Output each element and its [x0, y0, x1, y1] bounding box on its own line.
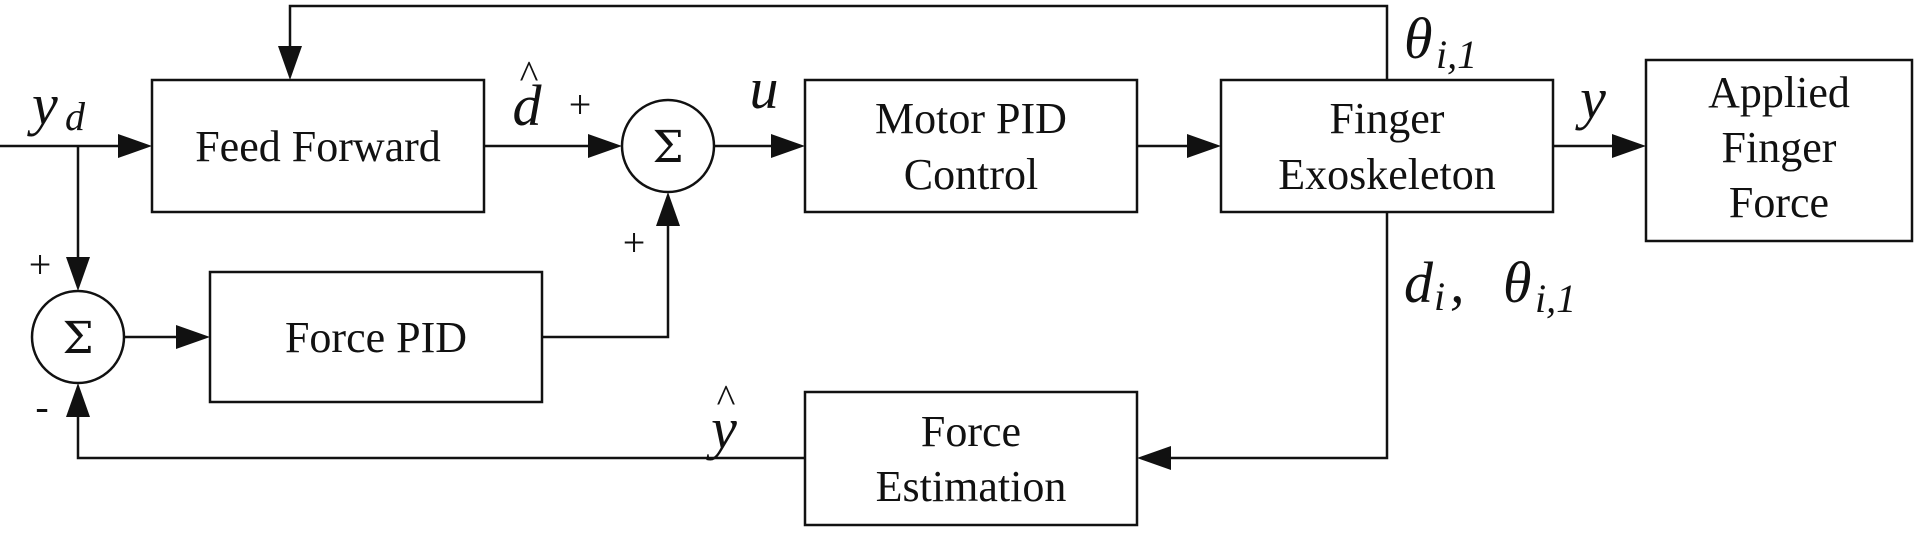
theta-top-main: θ — [1404, 6, 1433, 71]
top-sum-plus-bottom: + — [623, 220, 646, 265]
sigma-symbol-bottom: Σ — [62, 313, 93, 364]
arrow-into-motor-pid — [771, 134, 805, 158]
arrow-into-top-sum-bottom — [656, 192, 680, 226]
y-hat-accent: ^ — [717, 376, 736, 421]
force-estimation-block: Force Estimation — [803, 390, 1139, 527]
force-pid-label: Force PID — [285, 313, 467, 362]
arrow-into-bottom-sum-top — [66, 257, 90, 291]
signal-u: u — [750, 56, 779, 121]
arrow-into-applied-force — [1612, 134, 1646, 158]
y-hat-main: y — [706, 396, 737, 461]
motor-pid-label-line2: Control — [904, 150, 1038, 199]
force-pid-block: Force PID — [208, 270, 544, 404]
motor-pid-label-line1: Motor PID — [875, 94, 1067, 143]
theta-top-subscript: i,1 — [1436, 32, 1477, 77]
force-estimation-label-line1: Force — [921, 407, 1021, 456]
bottom-sum-plus: + — [29, 242, 52, 287]
yd-main: y — [27, 72, 58, 137]
signal-theta-top: θ i,1 — [1404, 6, 1477, 77]
feed-forward-label: Feed Forward — [195, 122, 441, 171]
summing-junction-bottom: Σ — [30, 289, 126, 385]
di-main: d — [1404, 250, 1434, 315]
signal-yd: y d — [27, 72, 86, 139]
arrow-into-finger-exoskeleton — [1187, 134, 1221, 158]
theta-right-main: θ — [1503, 250, 1532, 315]
theta-right-subscript: i,1 — [1535, 276, 1576, 321]
arrow-into-top-sum-left — [588, 134, 622, 158]
applied-finger-force-block: Applied Finger Force — [1644, 58, 1914, 243]
arrow-into-force-pid — [176, 325, 210, 349]
applied-force-label-line2: Finger — [1722, 123, 1837, 172]
d-hat-main: d — [513, 73, 543, 138]
bottom-sum-minus: - — [35, 384, 48, 429]
finger-exoskeleton-label-line1: Finger — [1330, 94, 1445, 143]
arrowheads — [66, 46, 1646, 470]
summing-junction-top: Σ — [620, 98, 716, 194]
arrow-into-feed-forward-top — [278, 46, 302, 80]
yd-subscript: d — [65, 94, 86, 139]
d-hat-accent: ^ — [520, 52, 539, 97]
finger-exoskeleton-label-line2: Exoskeleton — [1278, 150, 1496, 199]
feed-forward-block: Feed Forward — [150, 78, 486, 214]
signal-d-hat: ^ d — [513, 52, 543, 138]
finger-exoskeleton-block: Finger Exoskeleton — [1219, 78, 1555, 214]
di-separator: , — [1450, 250, 1465, 315]
di-subscript: i — [1434, 274, 1445, 319]
motor-pid-control-block: Motor PID Control — [803, 78, 1139, 214]
top-sum-plus-left: + — [569, 82, 592, 127]
arrow-into-feed-forward — [118, 134, 152, 158]
sigma-symbol-top: Σ — [652, 122, 683, 173]
applied-force-label-line3: Force — [1729, 178, 1829, 227]
applied-force-label-line1: Applied — [1708, 68, 1850, 117]
arrow-into-force-estimation — [1137, 446, 1171, 470]
signal-y-hat: ^ y — [706, 376, 737, 461]
force-estimation-label-line2: Estimation — [876, 462, 1067, 511]
signal-y-output: y — [1575, 66, 1606, 131]
arrow-into-bottom-sum-bottom — [66, 383, 90, 417]
signal-di-theta: d i , θ i,1 — [1404, 250, 1576, 321]
